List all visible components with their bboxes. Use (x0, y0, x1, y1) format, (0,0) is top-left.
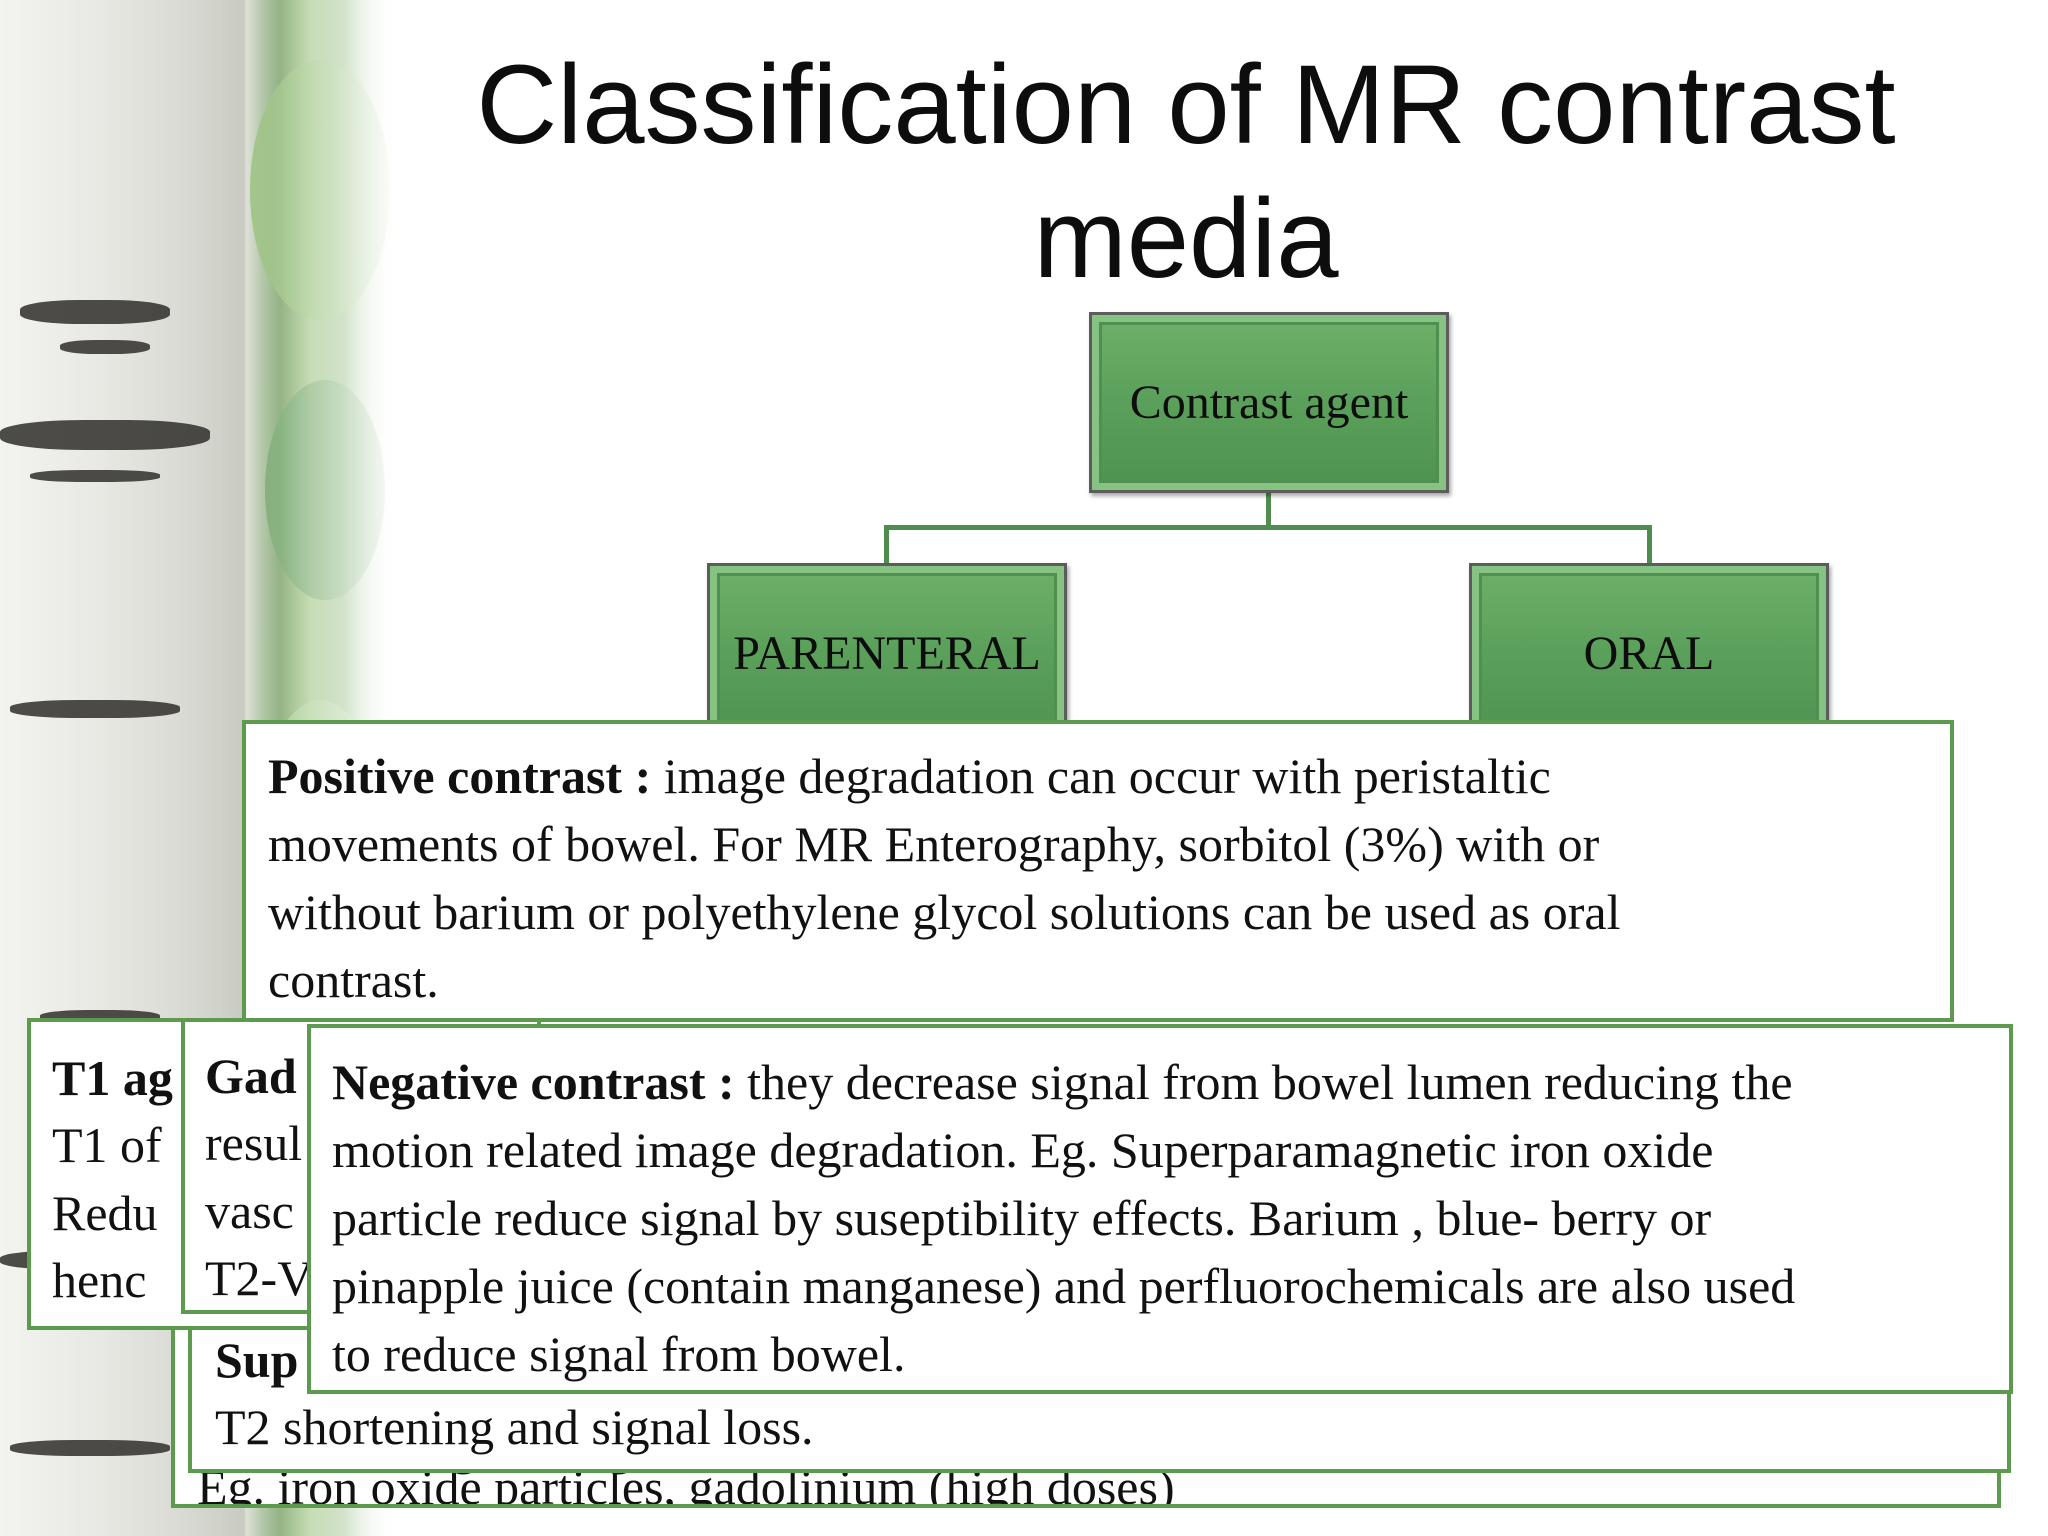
positive-line-3: without barium or polyethylene glycol so… (268, 884, 1621, 940)
negative-line-3: particle reduce signal by suseptibility … (332, 1190, 1712, 1246)
negative-line-1: they decrease signal from bowel lumen re… (734, 1054, 1793, 1110)
positive-contrast-box: Positive contrast : image degradation ca… (242, 720, 1954, 1022)
positive-line-1: image degradation can occur with perista… (651, 748, 1551, 804)
title-line-1: Classification of MR contrast (476, 42, 1896, 167)
t1-heading: T1 ag (52, 1050, 173, 1106)
t1-line-4: henc (52, 1252, 147, 1308)
connector-root-down (1266, 490, 1271, 530)
node-parenteral: PARENTERAL (707, 563, 1067, 743)
node-contrast-agent: Contrast agent (1089, 312, 1449, 493)
node-label: ORAL (1583, 626, 1715, 680)
negative-contrast-box: Negative contrast : they decrease signal… (307, 1024, 2013, 1394)
negative-heading: Negative contrast : (332, 1054, 735, 1110)
gad-heading: Gad (205, 1048, 297, 1104)
negative-line-5: to reduce signal from bowel. (332, 1326, 906, 1382)
connector-to-parenteral (884, 525, 889, 567)
gad-line-3: vasc (205, 1183, 294, 1239)
t1-line-2: T1 of (52, 1117, 162, 1173)
connector-horizontal (884, 525, 1652, 530)
negative-line-2: motion related image degradation. Eg. Su… (332, 1122, 1714, 1178)
sup-line-2-overlay: T2 shortening and signal loss. (215, 1399, 814, 1455)
gad-line-4: T2-V (205, 1250, 314, 1306)
gad-line-2: resul (205, 1115, 303, 1171)
node-oral: ORAL (1469, 563, 1829, 743)
node-label: Contrast agent (1129, 376, 1409, 429)
positive-heading: Positive contrast : (268, 748, 652, 804)
positive-line-4: contrast. (268, 952, 439, 1008)
connector-to-oral (1647, 525, 1652, 567)
positive-line-2: movements of bowel. For MR Enterography,… (268, 816, 1600, 872)
slide-title: Classification of MR contrast media (400, 38, 1972, 306)
t1-line-3: Redu (52, 1185, 158, 1241)
sup-heading-overlay: Sup (215, 1332, 299, 1388)
node-label: PARENTERAL (733, 626, 1041, 680)
negative-line-4: pinapple juice (contain manganese) and p… (332, 1258, 1796, 1314)
title-line-2: media (1033, 176, 1339, 301)
